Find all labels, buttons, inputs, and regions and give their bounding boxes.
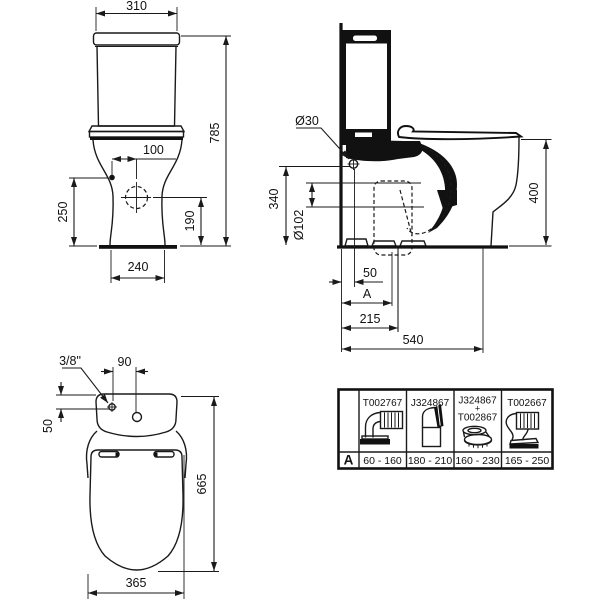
dim-fixing-offset: 100 — [111, 143, 176, 179]
dim-label-d102: Ø102 — [292, 210, 306, 241]
range-3: 160 - 230 — [455, 455, 500, 467]
dim-label-665: 665 — [195, 474, 209, 495]
seat-side — [397, 125, 524, 141]
dim-base-width: 240 — [110, 250, 165, 283]
inlet-thread-hole — [107, 402, 117, 412]
dim-inlet-offset: 90 — [101, 355, 148, 413]
dim-rim-height: 400 — [509, 139, 552, 247]
range-4: 165 - 250 — [505, 455, 550, 467]
dim-outlet-height: 190 — [153, 197, 207, 245]
dim-total-length: 665 — [158, 396, 219, 572]
dim-label-thread: 3/8" — [59, 354, 81, 368]
connector-code-3-plus: + — [475, 404, 480, 414]
below-floor-extensions — [341, 169, 484, 353]
elbow-connector-icon — [360, 410, 404, 445]
dim-label-d30: Ø30 — [295, 114, 319, 128]
cistern-side — [342, 30, 423, 162]
connector-code-3b: T002867 — [458, 413, 498, 424]
dim-label-A: A — [363, 287, 372, 301]
dim-label-50-top: 50 — [41, 419, 55, 433]
side-section-view: Ø30 340 Ø102 400 — [267, 23, 552, 353]
connector-code-1: T002767 — [363, 398, 403, 409]
dim-total-depth: 540 — [342, 333, 483, 352]
dim-rough-in: A — [342, 287, 392, 306]
dim-fixing-height: 250 — [56, 177, 108, 247]
dim-total-height: 785 — [180, 35, 231, 247]
bowl-shoulders — [85, 430, 188, 479]
connector-code-3a: J324867 — [458, 396, 497, 407]
dim-label-365: 365 — [126, 576, 147, 590]
seat-top — [89, 449, 184, 571]
base-line — [99, 245, 177, 249]
dim-outlet-diameter: Ø102 — [292, 182, 424, 241]
dim-outlet-from-wall: 215 — [342, 312, 398, 331]
dim-label-50-side: 50 — [363, 266, 377, 280]
dim-label-310: 310 — [126, 0, 147, 13]
plan-view: 3/8" 90 50 665 365 — [41, 354, 219, 599]
dim-inlet-depth: 50 — [41, 382, 109, 433]
range-1: 60 - 160 — [363, 455, 402, 467]
dim-inlet-hole: Ø30 — [295, 114, 350, 160]
fixing-hole-dot — [109, 174, 115, 181]
connector-code-4: T002667 — [507, 398, 547, 409]
dim-inlet-height: 340 — [267, 166, 350, 245]
tank-top — [95, 393, 178, 438]
front-elevation-view: 310 785 100 250 190 — [56, 0, 231, 283]
connector-table: T002767 J324867 J324867 + — [337, 388, 554, 470]
dim-label-215: 215 — [360, 312, 381, 326]
dim-inlet-thread: 3/8" — [59, 354, 109, 404]
pan-feet — [344, 238, 428, 247]
dim-label-90: 90 — [118, 355, 132, 369]
straight-connector-icon — [421, 404, 444, 448]
dim-label-250: 250 — [56, 202, 70, 223]
bowl-front — [92, 139, 183, 249]
dim-label-400: 400 — [527, 183, 541, 204]
trap-dashed-outline — [373, 146, 452, 256]
dim-label-785: 785 — [208, 123, 222, 144]
bowl-section-cut — [412, 142, 457, 233]
water-inlet-hole — [347, 158, 360, 170]
dim-bowl-width: 365 — [87, 455, 185, 599]
cistern-front — [87, 32, 186, 140]
dim-cistern-width: 310 — [95, 0, 178, 31]
dim-label-190: 190 — [183, 211, 197, 232]
flush-mechanism — [346, 140, 423, 162]
connector-code-2: J324867 — [411, 398, 450, 409]
dim-label-240: 240 — [128, 260, 149, 274]
dim-label-540: 540 — [403, 333, 424, 347]
offset-adapter-icon — [462, 425, 493, 449]
flush-valve-hole — [131, 411, 143, 423]
range-2: 180 - 210 — [408, 455, 453, 467]
dim-label-100: 100 — [143, 143, 164, 157]
dim-inlet-from-wall: 50 — [329, 266, 383, 285]
outlet-circle-front — [121, 182, 151, 213]
seat-hinges — [98, 450, 175, 458]
bowl-side-profile — [490, 136, 520, 247]
table-row-label: A — [344, 453, 354, 468]
dim-label-340: 340 — [267, 189, 281, 210]
swan-neck-connector-icon — [505, 411, 540, 449]
